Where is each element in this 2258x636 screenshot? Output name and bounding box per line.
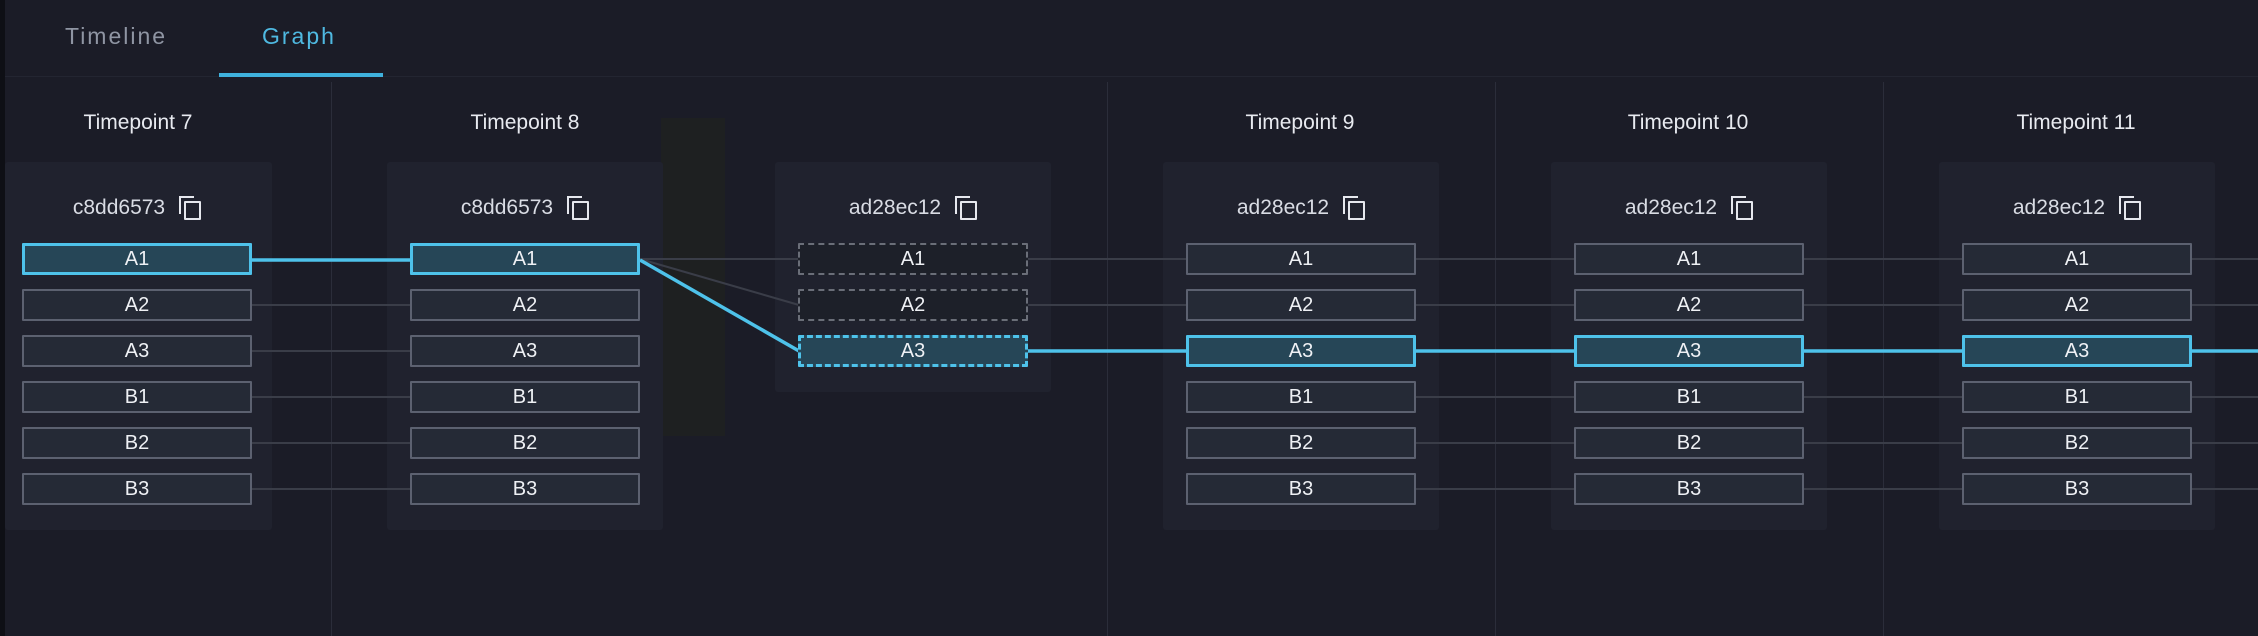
slot-a2[interactable]: A2 <box>1962 289 2192 321</box>
node-hash: ad28ec12 <box>1624 196 1718 219</box>
node-hash: c8dd6573 <box>72 196 166 219</box>
slot-a1[interactable]: A1 <box>798 243 1028 275</box>
tab-graph[interactable]: Graph <box>262 23 336 49</box>
timepoint-11-title: Timepoint 11 <box>2016 111 2136 134</box>
slot-b2[interactable]: B2 <box>410 427 640 459</box>
slot-b3[interactable]: B3 <box>1186 473 1416 505</box>
slot-b3[interactable]: B3 <box>1574 473 1804 505</box>
slot-a3[interactable]: A3 <box>1186 335 1416 367</box>
slot-a1[interactable]: A1 <box>1574 243 1804 275</box>
node-hash-row: c8dd6573 <box>404 190 646 226</box>
node-hash-row: ad28ec12 <box>1180 190 1422 226</box>
slot-a1[interactable]: A1 <box>410 243 640 275</box>
slot-a3[interactable]: A3 <box>1574 335 1804 367</box>
timepoint-10-title: Timepoint 10 <box>1627 111 1749 134</box>
node-hash-row: c8dd6573 <box>16 190 258 226</box>
slot-a2[interactable]: A2 <box>1574 289 1804 321</box>
slot-b3[interactable]: B3 <box>410 473 640 505</box>
slot-b1[interactable]: B1 <box>1962 381 2192 413</box>
slot-b2[interactable]: B2 <box>1186 427 1416 459</box>
slot-a3[interactable]: A3 <box>798 335 1028 367</box>
node-hash-row: ad28ec12 <box>1956 190 2198 226</box>
node-hash-row: ad28ec12 <box>792 190 1034 226</box>
slot-b1[interactable]: B1 <box>22 381 252 413</box>
node-hash: ad28ec12 <box>2012 196 2106 219</box>
node-hash: c8dd6573 <box>460 196 554 219</box>
column-divider <box>1883 82 1884 636</box>
slot-b3[interactable]: B3 <box>1962 473 2192 505</box>
copy-icon[interactable] <box>955 196 978 220</box>
tab-timeline[interactable]: Timeline <box>65 23 168 49</box>
slot-b1[interactable]: B1 <box>1186 381 1416 413</box>
slot-a2[interactable]: A2 <box>798 289 1028 321</box>
node-hash: ad28ec12 <box>848 196 942 219</box>
timepoint-9-title: Timepoint 9 <box>1245 111 1355 134</box>
slot-b3[interactable]: B3 <box>22 473 252 505</box>
slot-b2[interactable]: B2 <box>1962 427 2192 459</box>
slot-a2[interactable]: A2 <box>1186 289 1416 321</box>
column-divider <box>331 82 332 636</box>
slot-a3[interactable]: A3 <box>410 335 640 367</box>
slot-a3[interactable]: A3 <box>22 335 252 367</box>
slot-b1[interactable]: B1 <box>410 381 640 413</box>
copy-icon[interactable] <box>1731 196 1754 220</box>
copy-icon[interactable] <box>1343 196 1366 220</box>
slot-a2[interactable]: A2 <box>410 289 640 321</box>
slot-b2[interactable]: B2 <box>22 427 252 459</box>
column-divider <box>1107 82 1108 636</box>
node-hash-row: ad28ec12 <box>1568 190 1810 226</box>
slot-b1[interactable]: B1 <box>1574 381 1804 413</box>
slot-b2[interactable]: B2 <box>1574 427 1804 459</box>
copy-icon[interactable] <box>567 196 590 220</box>
copy-icon[interactable] <box>2119 196 2142 220</box>
node-hash: ad28ec12 <box>1236 196 1330 219</box>
slot-a3[interactable]: A3 <box>1962 335 2192 367</box>
timepoint-7-title: Timepoint 7 <box>83 111 193 134</box>
column-divider <box>1495 82 1496 636</box>
copy-icon[interactable] <box>179 196 202 220</box>
tab-bar: Timeline Graph <box>5 0 2258 77</box>
slot-a1[interactable]: A1 <box>1962 243 2192 275</box>
slot-a1[interactable]: A1 <box>22 243 252 275</box>
timepoint-8-title: Timepoint 8 <box>470 111 580 134</box>
active-tab-indicator <box>219 73 383 77</box>
slot-a1[interactable]: A1 <box>1186 243 1416 275</box>
window-left-edge <box>0 0 5 636</box>
slot-a2[interactable]: A2 <box>22 289 252 321</box>
